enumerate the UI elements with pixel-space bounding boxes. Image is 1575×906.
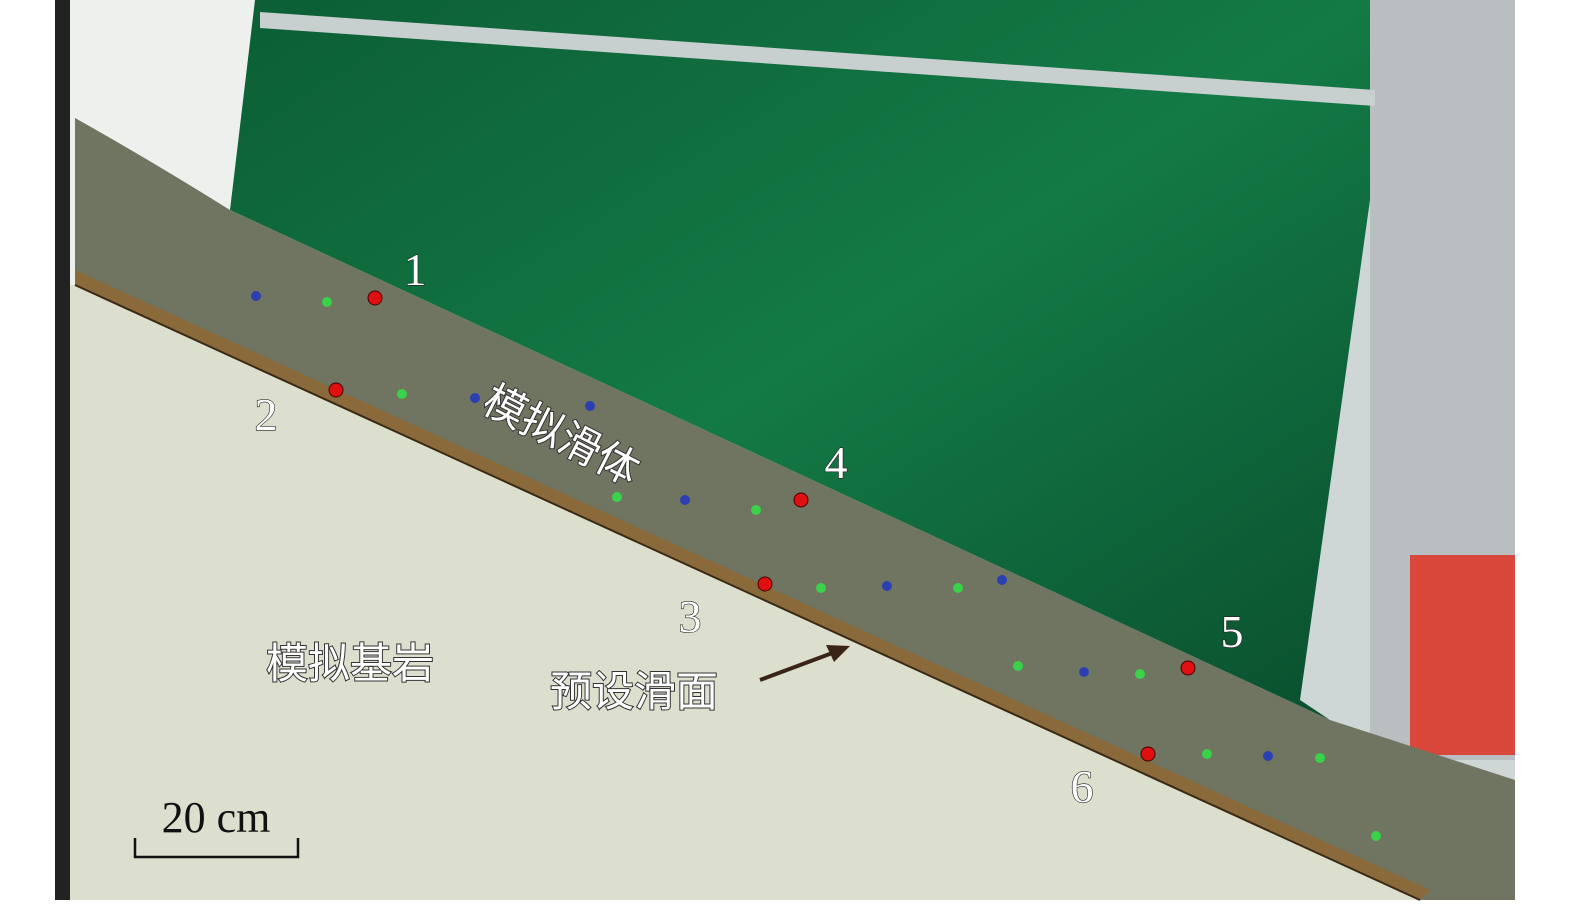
green-marker [953, 583, 963, 593]
point-label-4: 4 [825, 437, 848, 488]
red-marker [793, 492, 809, 508]
red-marker [1180, 660, 1196, 676]
green-marker [397, 389, 407, 399]
blue-marker [680, 495, 690, 505]
monitor-points [251, 290, 1381, 841]
blue-marker [1079, 667, 1089, 677]
red-container [1410, 555, 1515, 755]
green-marker [1135, 669, 1145, 679]
point-label-6: 6 [1071, 761, 1094, 812]
scale-bar-label: 20 cm [162, 793, 271, 842]
slip-line [74, 284, 1421, 901]
sliding-body [75, 118, 1515, 900]
arrow-icon [759, 645, 850, 682]
metal-rail [260, 12, 1375, 106]
point-label-1: 1 [404, 244, 427, 295]
red-marker [367, 290, 383, 306]
blue-marker [251, 291, 261, 301]
green-marker [612, 492, 622, 502]
green-marker [751, 505, 761, 515]
blue-marker [997, 575, 1007, 585]
point-label-5: 5 [1221, 606, 1244, 657]
red-marker [1140, 746, 1156, 762]
green-marker [816, 583, 826, 593]
red-marker [328, 382, 344, 398]
green-marker [1202, 749, 1212, 759]
green-marker [1371, 831, 1381, 841]
scale-bar: 20 cm [133, 793, 300, 859]
green-marker [1315, 753, 1325, 763]
slip-surface-label: 预设滑面 [550, 667, 718, 716]
blue-marker [470, 393, 480, 403]
red-marker [757, 576, 773, 592]
blue-marker [882, 581, 892, 591]
left-frame [55, 0, 70, 900]
water-tank [230, 0, 1370, 720]
point-label-3: 3 [679, 591, 702, 642]
bedrock-label: 模拟基岩 [266, 639, 434, 688]
green-marker [322, 297, 332, 307]
slip-surface-band [75, 270, 1430, 900]
blue-marker [585, 401, 595, 411]
point-label-2: 2 [255, 389, 278, 440]
green-marker [1013, 661, 1023, 671]
blue-marker [1263, 751, 1273, 761]
